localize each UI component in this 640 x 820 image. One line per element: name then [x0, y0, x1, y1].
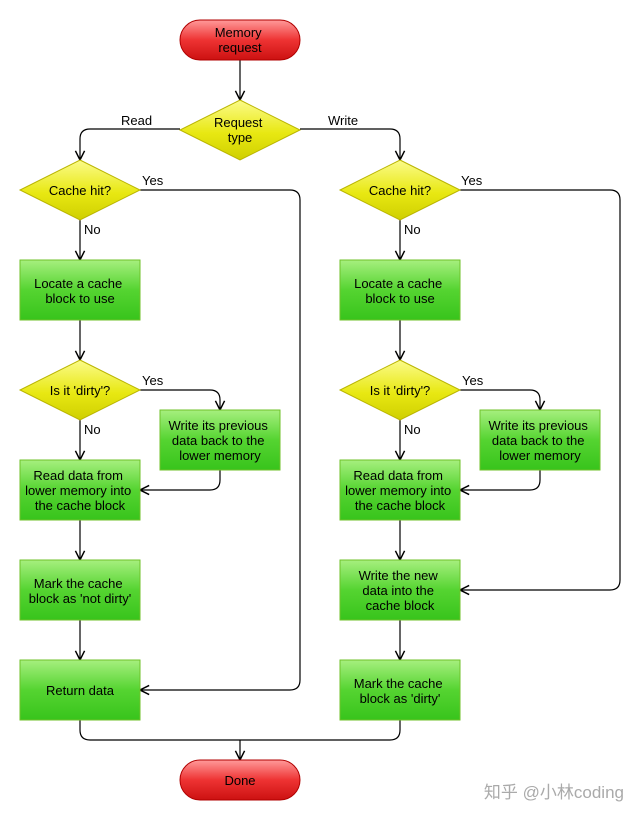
node-write-writeback: Write its previous data back to the lowe… — [479, 409, 601, 471]
node-read-writeback: Write its previous data back to the lowe… — [159, 409, 281, 471]
read-writeback-label: Write its previous data back to the lowe… — [168, 418, 271, 463]
read-return-box — [19, 659, 141, 721]
edge-label-write-dirty-no: No — [404, 422, 421, 437]
read-return-label: Return data — [46, 683, 115, 698]
start-label: Memory request — [215, 25, 266, 55]
edge-read-dirty-yes — [140, 389, 220, 410]
node-request-type: Request type — [178, 99, 302, 161]
write-locate-box — [339, 259, 461, 321]
read-dirty-label: Is it 'dirty'? — [50, 383, 111, 398]
read-readdata-box — [19, 459, 141, 521]
edge-read-hit-yes — [140, 189, 301, 690]
edge-label-write-hit-yes: Yes — [461, 173, 483, 188]
edge-label-read-hit-yes: Yes — [142, 173, 164, 188]
edge-labels: Read Write Yes No Yes No Yes No Yes No — [84, 113, 484, 437]
write-cache-hit-diamond — [338, 159, 462, 221]
read-cache-hit-diamond — [18, 159, 142, 221]
read-dirty-diamond — [18, 359, 142, 421]
done-terminal-shape — [179, 759, 301, 801]
connectors — [79, 60, 621, 760]
write-dirty-diamond — [338, 359, 462, 421]
watermark: 知乎 @小林coding — [484, 783, 624, 802]
node-start: Memory request — [179, 19, 301, 61]
read-writeback-box — [159, 409, 281, 471]
edge-label-read-dirty-yes: Yes — [142, 373, 164, 388]
read-readdata-label: Read data from lower memory into the cac… — [25, 468, 135, 513]
edge-label-write: Write — [328, 113, 358, 128]
edge-label-read: Read — [121, 113, 152, 128]
read-cache-hit-label: Cache hit? — [49, 183, 111, 198]
write-readdata-label: Read data from lower memory into the cac… — [345, 468, 455, 513]
write-mark-box — [339, 659, 461, 721]
node-write-locate: Locate a cache block to use — [339, 259, 461, 321]
done-label: Done — [224, 773, 255, 788]
edge-write-dirty-yes — [460, 389, 540, 410]
read-mark-label: Mark the cache block as 'not dirty' — [29, 576, 132, 606]
node-write-dirty: Is it 'dirty'? — [338, 359, 462, 421]
node-read-cache-hit: Cache hit? — [18, 159, 142, 221]
edge-write-branch — [300, 128, 400, 160]
node-read-readdata: Read data from lower memory into the cac… — [19, 459, 141, 521]
write-cache-hit-label: Cache hit? — [369, 183, 431, 198]
node-read-dirty: Is it 'dirty'? — [18, 359, 142, 421]
node-read-locate: Locate a cache block to use — [19, 259, 141, 321]
write-newdata-label: Write the new data into the cache block — [359, 568, 442, 613]
write-writeback-label: Write its previous data back to the lowe… — [488, 418, 591, 463]
node-done: Done — [179, 759, 301, 801]
edge-write-hit-yes — [460, 189, 621, 590]
edge-label-read-hit-no: No — [84, 222, 101, 237]
write-newdata-box — [339, 559, 461, 621]
edge-read-branch — [80, 128, 180, 160]
write-locate-label: Locate a cache block to use — [354, 276, 446, 306]
edge-label-read-dirty-no: No — [84, 422, 101, 437]
node-read-return: Return data — [19, 659, 141, 721]
start-terminal-shape — [179, 19, 301, 61]
edge-label-write-hit-no: No — [404, 222, 421, 237]
request-type-diamond — [178, 99, 302, 161]
edge-read-writeback-to-read — [140, 470, 221, 490]
write-mark-label: Mark the cache block as 'dirty' — [354, 676, 447, 706]
node-read-mark: Mark the cache block as 'not dirty' — [19, 559, 141, 621]
edge-write-writeback-to-read — [460, 470, 541, 490]
edge-return-to-done — [79, 720, 401, 741]
request-type-label: Request type — [214, 115, 266, 145]
node-write-newdata: Write the new data into the cache block — [339, 559, 461, 621]
write-dirty-label: Is it 'dirty'? — [370, 383, 431, 398]
node-write-readdata: Read data from lower memory into the cac… — [339, 459, 461, 521]
write-readdata-box — [339, 459, 461, 521]
write-writeback-box — [479, 409, 601, 471]
read-locate-label: Locate a cache block to use — [34, 276, 126, 306]
read-mark-box — [19, 559, 141, 621]
node-write-mark: Mark the cache block as 'dirty' — [339, 659, 461, 721]
edge-label-write-dirty-yes: Yes — [462, 373, 484, 388]
read-locate-box — [19, 259, 141, 321]
node-write-cache-hit: Cache hit? — [338, 159, 462, 221]
